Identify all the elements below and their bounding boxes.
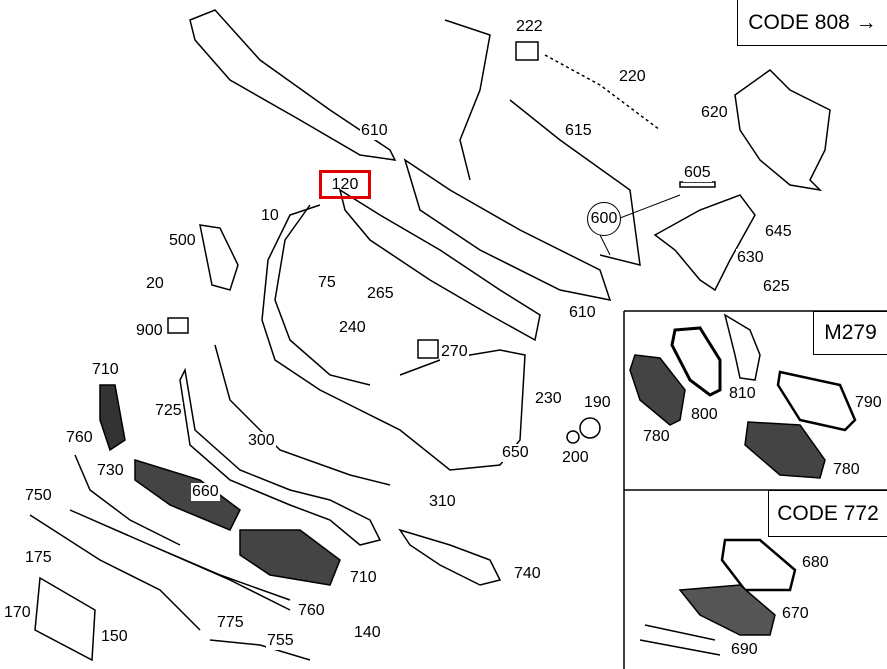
part-label[interactable]: 740 — [513, 565, 542, 583]
part-label[interactable]: 240 — [338, 319, 367, 337]
part-label[interactable]: 265 — [366, 285, 395, 303]
part-label[interactable]: 175 — [24, 549, 53, 567]
part-label[interactable]: 170 — [3, 604, 32, 622]
part-190 — [579, 417, 601, 439]
highlighted-part-120[interactable]: 120 — [319, 170, 371, 199]
part-label[interactable]: 645 — [764, 223, 793, 241]
part-label[interactable]: 10 — [260, 207, 280, 225]
part-610-lower — [338, 188, 541, 342]
part-label[interactable]: 140 — [353, 624, 382, 642]
part-615 — [509, 99, 641, 266]
part-270 — [417, 339, 439, 359]
part-label[interactable]: 800 — [690, 406, 719, 424]
part-label[interactable]: 780 — [642, 428, 671, 446]
part-710-lower — [239, 529, 341, 586]
part-label[interactable]: 150 — [100, 628, 129, 646]
part-label[interactable]: 775 — [216, 614, 245, 632]
part-222 — [515, 41, 539, 61]
part-610-rail — [403, 158, 612, 301]
part-740 — [398, 528, 502, 586]
leader-lines — [599, 194, 681, 256]
part-label-600[interactable]: 600 — [587, 202, 621, 236]
part-label[interactable]: 620 — [700, 104, 729, 122]
part-670 — [678, 584, 776, 636]
part-690 — [639, 624, 721, 656]
part-620 — [734, 69, 831, 192]
part-label[interactable]: 300 — [247, 432, 276, 450]
part-780-b — [744, 421, 826, 479]
part-label[interactable]: 750 — [24, 487, 53, 505]
part-label[interactable]: 730 — [96, 462, 125, 480]
part-label[interactable]: 190 — [583, 394, 612, 412]
part-615-upper — [444, 19, 491, 181]
part-label[interactable]: 615 — [564, 122, 593, 140]
part-label[interactable]: 725 — [154, 402, 183, 420]
part-label[interactable]: 710 — [349, 569, 378, 587]
part-label[interactable]: 220 — [618, 68, 647, 86]
m279-box: M279 — [813, 311, 887, 355]
part-label[interactable]: 500 — [168, 232, 197, 250]
part-610-upper — [189, 9, 397, 161]
part-900 — [167, 317, 189, 334]
part-label[interactable]: 710 — [91, 361, 120, 379]
part-710-left — [99, 384, 126, 452]
part-label[interactable]: 650 — [501, 444, 530, 462]
part-730 — [74, 454, 181, 546]
part-label[interactable]: 630 — [736, 249, 765, 267]
part-label[interactable]: 790 — [854, 394, 883, 412]
part-label[interactable]: 900 — [135, 322, 164, 340]
part-725 — [179, 367, 382, 546]
part-780-a — [629, 354, 686, 426]
part-label[interactable]: 680 — [801, 554, 830, 572]
part-label[interactable]: 755 — [266, 632, 295, 650]
part-label[interactable]: 75 — [317, 274, 337, 292]
code-772-box: CODE 772 — [768, 490, 887, 537]
part-label[interactable]: 270 — [440, 343, 469, 361]
part-label[interactable]: 230 — [534, 390, 563, 408]
part-10-edge — [274, 204, 371, 386]
part-150 — [34, 576, 96, 662]
part-label[interactable]: 20 — [145, 275, 165, 293]
part-800 — [670, 326, 722, 397]
part-label[interactable]: 310 — [428, 493, 457, 511]
part-220 — [544, 54, 661, 131]
part-label[interactable]: 760 — [65, 429, 94, 447]
part-label[interactable]: 610 — [568, 304, 597, 322]
part-label[interactable]: 625 — [762, 278, 791, 296]
part-660 — [134, 458, 241, 531]
part-label[interactable]: 605 — [683, 164, 712, 182]
part-label[interactable]: 810 — [728, 385, 757, 403]
part-500 — [199, 224, 239, 291]
part-750 — [29, 514, 201, 631]
part-label[interactable]: 660 — [191, 483, 220, 501]
part-10-bumper — [261, 204, 526, 471]
part-label[interactable]: 780 — [832, 461, 861, 479]
part-label[interactable]: 670 — [781, 605, 810, 623]
part-605 — [679, 181, 716, 188]
part-790 — [776, 370, 857, 432]
part-label[interactable]: 690 — [730, 641, 759, 659]
part-200 — [566, 430, 580, 444]
part-300 — [214, 344, 391, 486]
part-label[interactable]: 760 — [297, 602, 326, 620]
part-755 — [209, 639, 311, 661]
code-808-box: CODE 808 → — [737, 0, 887, 46]
part-775 — [149, 544, 291, 611]
part-630 — [653, 194, 756, 292]
part-810 — [723, 313, 761, 381]
part-label[interactable]: 610 — [360, 122, 389, 140]
part-label[interactable]: 200 — [561, 449, 590, 467]
part-680 — [720, 538, 797, 592]
part-label[interactable]: 222 — [515, 18, 544, 36]
